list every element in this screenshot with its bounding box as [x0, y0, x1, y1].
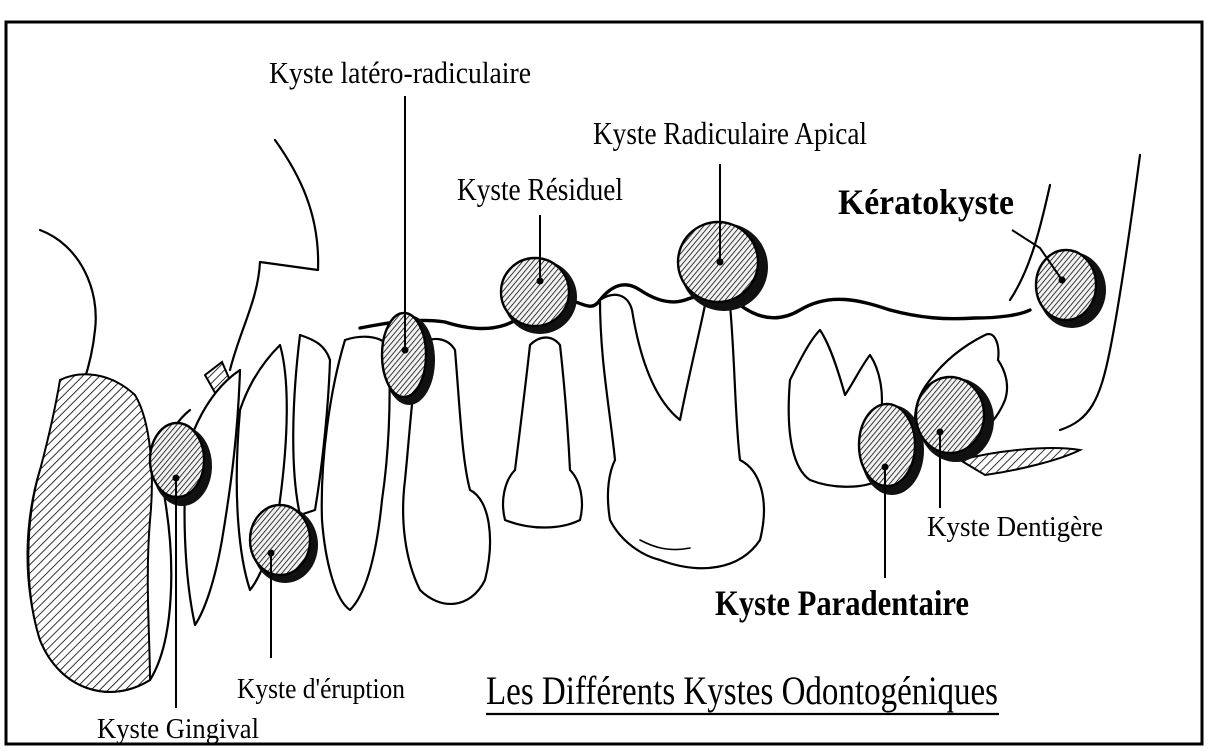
label-kerato: Kératokyste: [838, 182, 1014, 222]
label-gingival: Kyste Gingival: [97, 713, 259, 745]
label-residuel: Kyste Résiduel: [457, 171, 623, 207]
cyst-dentigere: [916, 377, 984, 453]
cyst-kerato: [1036, 250, 1096, 320]
diagram-title: Les Différents Kystes Odontogéniques: [486, 668, 998, 713]
label-eruption: Kyste d'éruption: [237, 673, 405, 705]
label-lateral: Kyste latéro-radiculaire: [269, 55, 531, 90]
label-paradentaire: Kyste Paradentaire: [715, 583, 969, 623]
cyst-residuel: [501, 258, 569, 326]
label-apical: Kyste Radiculaire Apical: [593, 115, 867, 151]
cyst-paradentaire: [859, 404, 915, 486]
cyst-eruption: [250, 505, 310, 575]
label-dentigere: Kyste Dentigère: [927, 512, 1103, 543]
